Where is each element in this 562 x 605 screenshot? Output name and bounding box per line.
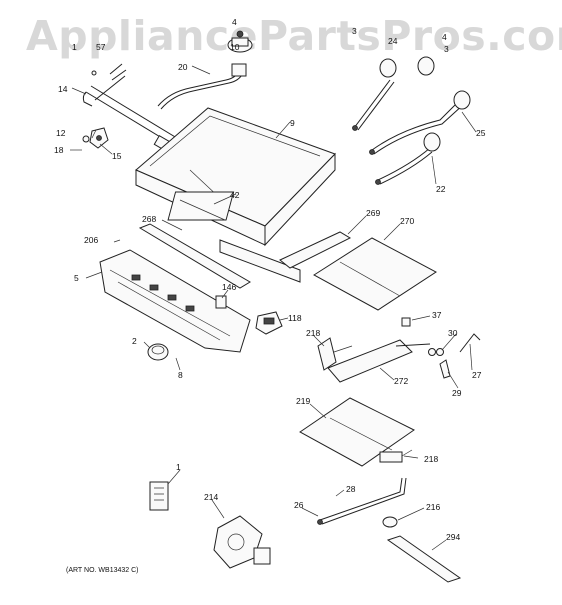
label-15: 15 xyxy=(112,151,122,161)
label-118: 118 xyxy=(288,313,302,323)
label-37: 37 xyxy=(432,310,442,320)
label-10: 10 xyxy=(230,42,240,52)
label-219: 219 xyxy=(296,396,310,406)
label-2: 2 xyxy=(132,336,137,346)
label-30: 30 xyxy=(448,328,458,338)
clip-146 xyxy=(215,295,227,309)
label-270: 270 xyxy=(400,216,414,226)
label-206: 206 xyxy=(84,235,98,245)
label-4-right: 4 xyxy=(442,32,447,42)
strip-269 xyxy=(279,231,352,269)
label-24: 24 xyxy=(388,36,398,46)
label-216: 216 xyxy=(426,502,440,512)
label-25: 25 xyxy=(476,128,486,138)
gas-tube-26 xyxy=(317,477,407,525)
label-1: 1 xyxy=(176,462,181,472)
burner-box-9 xyxy=(135,107,336,283)
burner-tube-20 xyxy=(157,63,247,110)
label-27: 27 xyxy=(472,370,482,380)
label-3-right: 3 xyxy=(444,44,449,54)
knob-2 xyxy=(147,343,169,361)
washer-216 xyxy=(382,516,398,528)
heat-shield-270 xyxy=(313,237,437,311)
ignitor-bracket-272 xyxy=(317,337,413,383)
bracket-268 xyxy=(138,223,251,289)
label-9: 9 xyxy=(290,118,295,128)
watermark: AppliancePartsPros.com xyxy=(26,12,562,60)
label-22: 22 xyxy=(436,184,446,194)
gas-tubes-right xyxy=(352,56,471,185)
label-1-top: 1 xyxy=(72,42,77,52)
heat-shield-219 xyxy=(299,397,415,467)
label-269: 269 xyxy=(366,208,380,218)
label-4: 4 xyxy=(232,17,237,27)
label-57: 57 xyxy=(96,42,106,52)
rail-294 xyxy=(386,535,462,583)
label-146: 146 xyxy=(222,282,236,292)
ignitor-218-lower xyxy=(379,449,413,463)
art-number: (ART NO. WB13432 C) xyxy=(66,567,139,574)
spark-module-118 xyxy=(255,311,283,335)
manifold-panel-5 xyxy=(99,249,251,353)
orifice-parts xyxy=(395,317,481,379)
label-272: 272 xyxy=(394,376,408,386)
label-294: 294 xyxy=(446,532,460,542)
burner-valve-top xyxy=(227,30,253,53)
label-8: 8 xyxy=(178,370,183,380)
leader-lines xyxy=(70,65,477,551)
label-5: 5 xyxy=(74,273,79,283)
label-218-lower: 218 xyxy=(424,454,438,464)
label-12: 12 xyxy=(56,128,66,138)
label-28: 28 xyxy=(346,484,356,494)
label-20: 20 xyxy=(178,62,188,72)
regulator-214 xyxy=(213,515,271,569)
label-18: 18 xyxy=(54,145,64,155)
label-42: 42 xyxy=(230,190,240,200)
label-268: 268 xyxy=(142,214,156,224)
label-3-left: 3 xyxy=(352,26,357,36)
label-14: 14 xyxy=(58,84,68,94)
part-labels: 4 10 1 57 20 14 12 18 15 9 42 268 206 5 … xyxy=(54,17,486,542)
manual-1 xyxy=(149,481,169,511)
label-29: 29 xyxy=(452,388,462,398)
label-26: 26 xyxy=(294,500,304,510)
label-214: 214 xyxy=(204,492,218,502)
label-218-upper: 218 xyxy=(306,328,320,338)
